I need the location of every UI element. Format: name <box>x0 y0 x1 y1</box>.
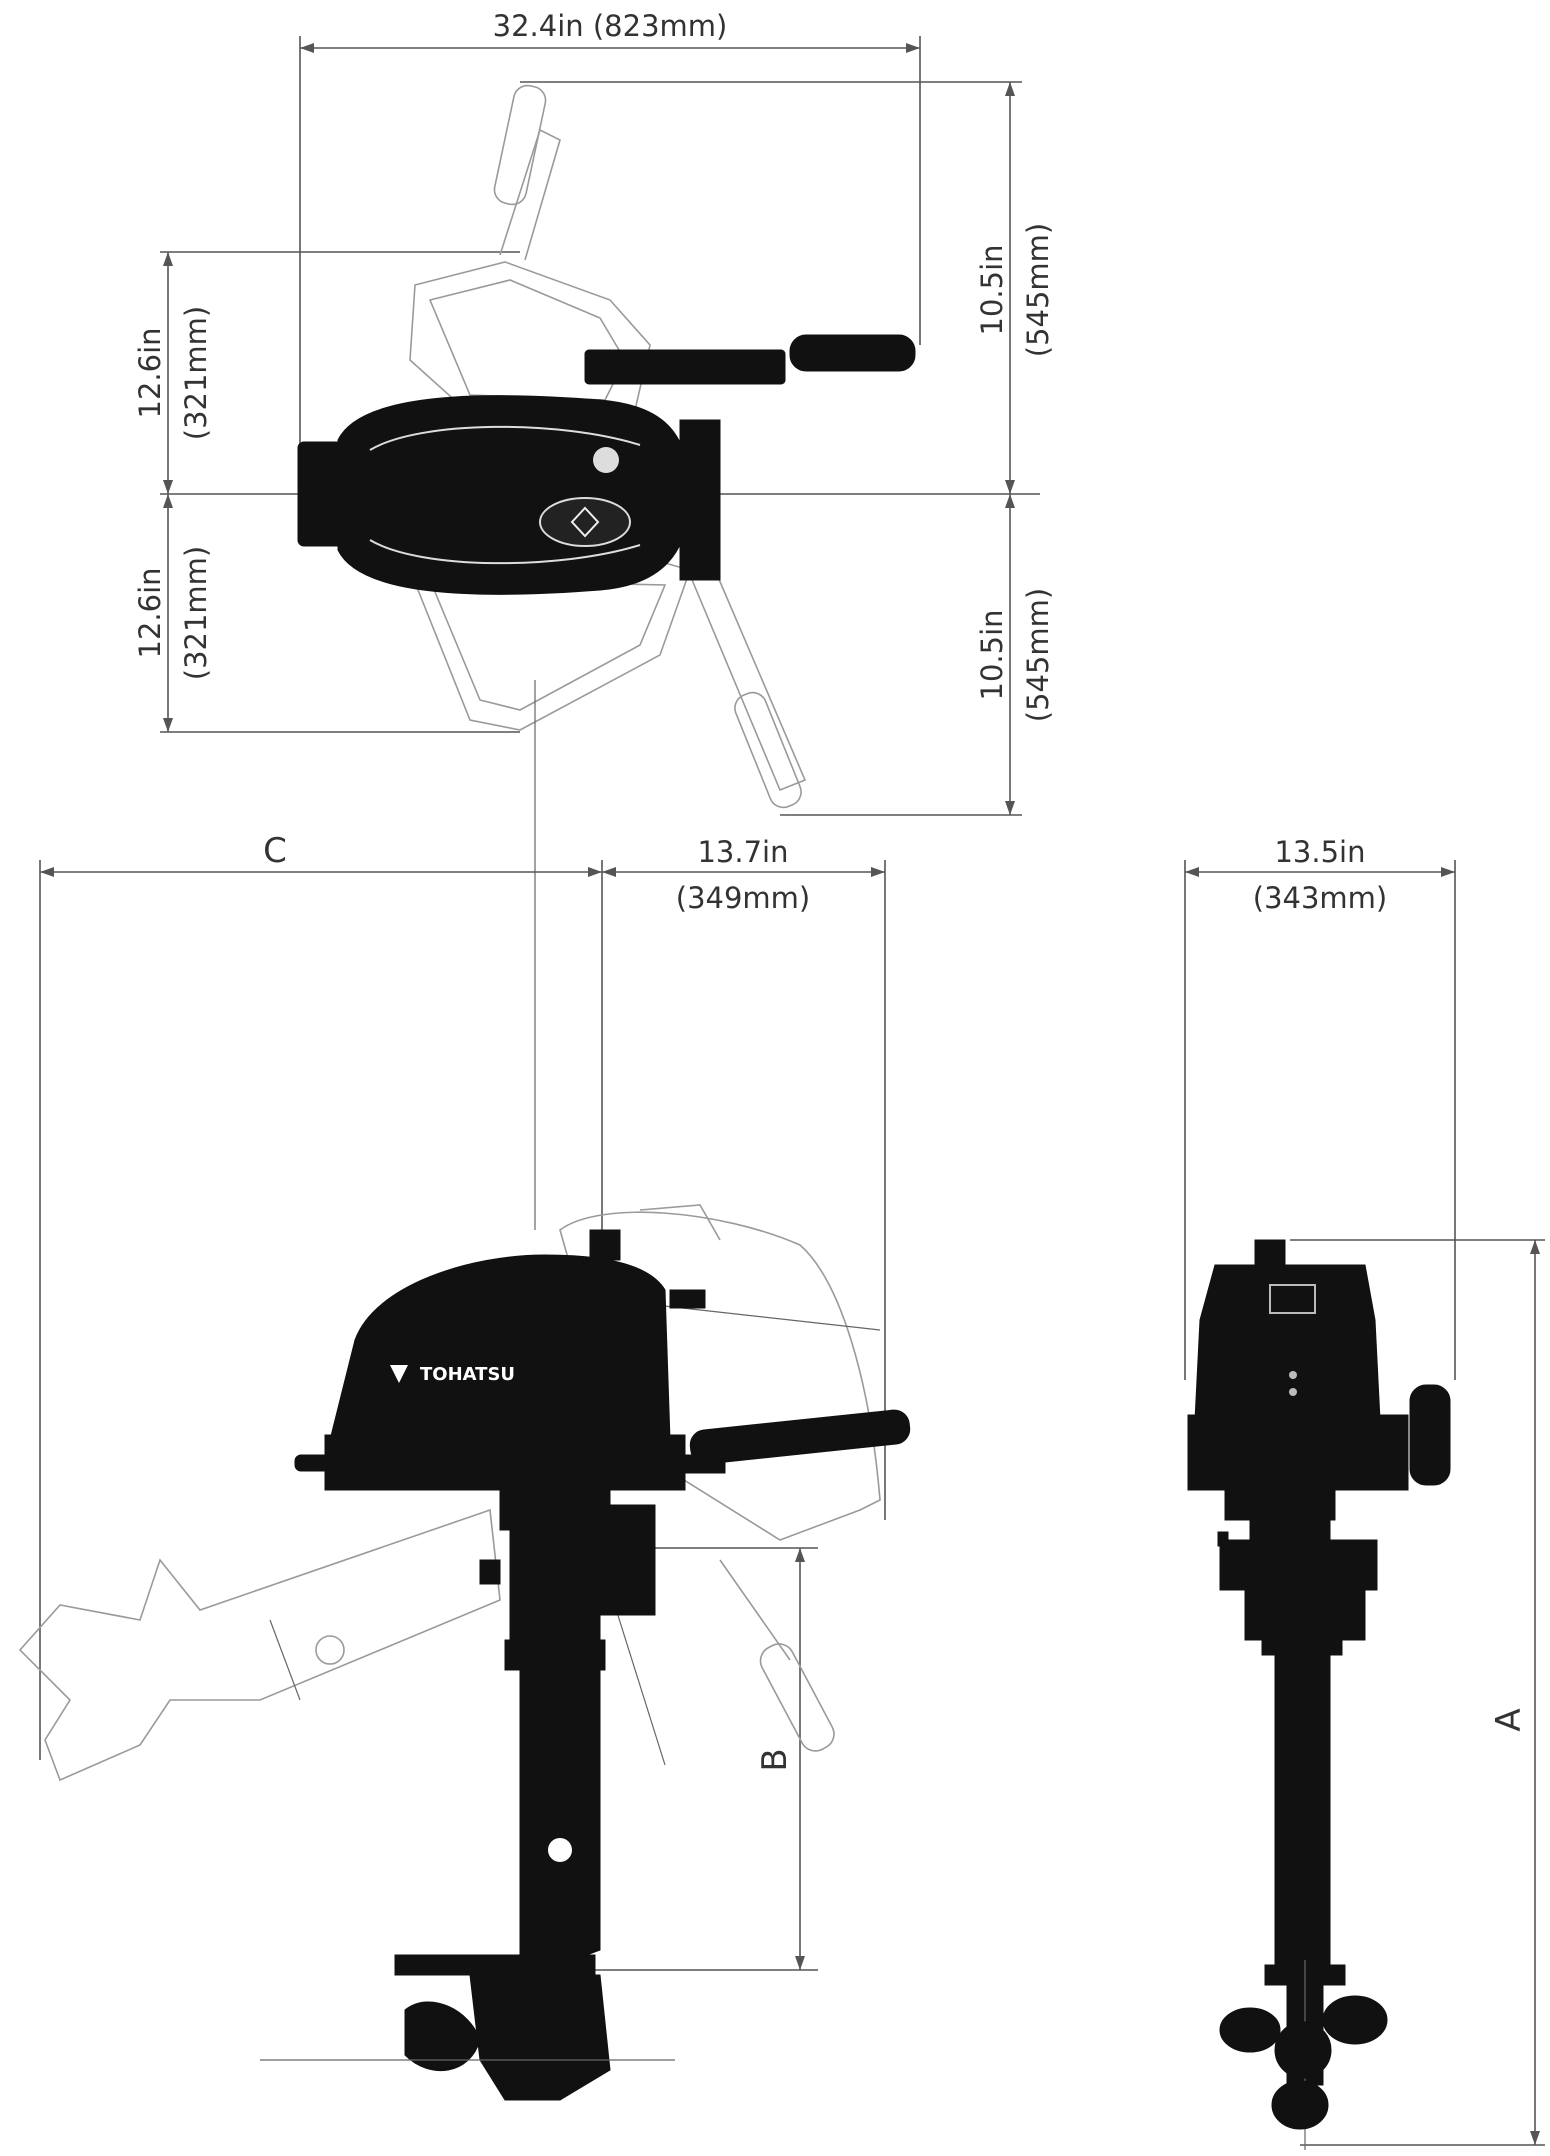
side-view: C 13.7in (349mm) B <box>18 831 911 2101</box>
tilted-tiller-outline <box>759 1643 835 1752</box>
top-view-engine <box>297 334 916 595</box>
overall-width-dimension: 32.4in (823mm) <box>299 9 921 450</box>
rear-view: 13.5in (343mm) A <box>1184 835 1545 2150</box>
tiller-handle-upper-outline <box>493 84 547 206</box>
c-dimension: C <box>39 831 602 1760</box>
top-left-mm-label: (321mm) <box>179 306 213 440</box>
bottom-left-inch-label: 12.6in <box>133 567 167 658</box>
rear-width-dimension: 13.5in (343mm) <box>1184 835 1456 1380</box>
fuel-cap-icon <box>570 506 600 538</box>
right-swing-dimension: 10.5in (545mm) 10.5in (545mm) <box>520 81 1055 816</box>
a-label: A <box>1489 1708 1529 1731</box>
c-label: C <box>263 831 287 871</box>
tiller-grip <box>789 334 916 372</box>
side-propeller <box>404 2001 481 2071</box>
bottom-right-inch-label: 10.5in <box>975 609 1009 700</box>
rear-propeller <box>1219 1995 1388 2130</box>
left-swing-dimension: 12.6in (321mm) 12.6in (321mm) <box>133 251 520 733</box>
overall-width-label: 32.4in (823mm) <box>493 9 728 43</box>
tohatsu-logo-icon <box>390 1365 408 1383</box>
top-right-inch-label: 10.5in <box>975 244 1009 335</box>
top-view: 32.4in (823mm) 10.5in (545mm) 10.5in (54… <box>133 9 1055 1230</box>
bottom-left-mm-label: (321mm) <box>179 546 213 680</box>
rear-width-mm-label: (343mm) <box>1253 881 1387 915</box>
side-tiller-grip <box>689 1409 911 1465</box>
rear-view-engine <box>1187 1239 1451 2150</box>
side-width-mm-label: (349mm) <box>676 881 810 915</box>
side-view-tilted-outline <box>18 1508 501 1782</box>
side-width-inch-label: 13.7in <box>697 835 788 869</box>
top-left-inch-label: 12.6in <box>133 327 167 418</box>
bottom-right-mm-label: (545mm) <box>1021 588 1055 722</box>
a-dimension: A <box>1290 1239 1545 2146</box>
top-right-mm-label: (545mm) <box>1021 223 1055 357</box>
rear-width-inch-label: 13.5in <box>1274 835 1365 869</box>
side-view-tiltup-outline <box>559 1204 881 1766</box>
tiller-handle-lower-outline <box>734 691 802 809</box>
tohatsu-logo-text: TOHATSU <box>420 1364 515 1385</box>
side-width-dimension: 13.7in (349mm) <box>601 835 886 1520</box>
tohatsu-logo-icon <box>593 447 619 473</box>
side-view-engine: TOHATSU <box>260 1229 911 2101</box>
b-dimension: B <box>590 1547 818 1971</box>
b-label: B <box>755 1748 795 1771</box>
